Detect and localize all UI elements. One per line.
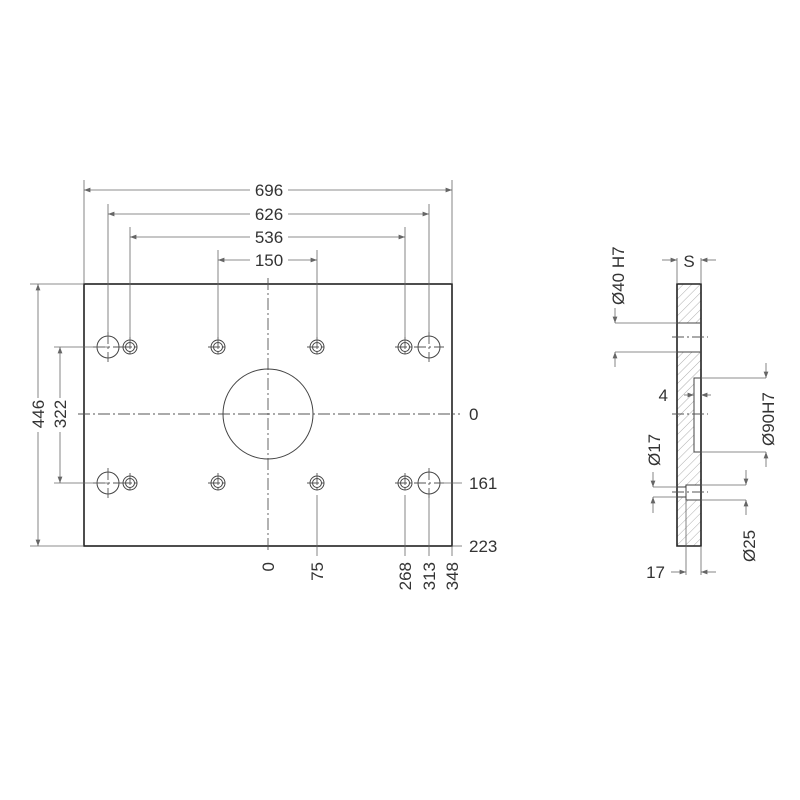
dim-150: 150 xyxy=(255,251,283,270)
hole-centerline xyxy=(120,337,140,357)
height-dimensions: 446 322 xyxy=(29,283,108,547)
coord-x-75: 75 xyxy=(308,562,327,581)
dim-bore-40h7: Ø40 H7 xyxy=(609,246,628,305)
width-dimensions: 696 626 536 150 xyxy=(83,180,453,340)
coord-x-313: 313 xyxy=(420,562,439,590)
dim-thickness-s: S xyxy=(683,252,694,271)
coord-x-0: 0 xyxy=(259,562,278,571)
coord-x-268: 268 xyxy=(396,562,415,590)
dim-counterbore-25: Ø25 xyxy=(740,530,759,562)
dim-536: 536 xyxy=(255,228,283,247)
hole-centerline xyxy=(307,337,327,357)
recess-90 xyxy=(693,377,701,453)
center-bore xyxy=(222,368,314,460)
coord-y-0: 0 xyxy=(469,405,478,424)
hole-centerline xyxy=(395,337,415,357)
side-view: S Ø40 H7 Ø90H7 4 Ø17 Ø25 17 xyxy=(609,246,778,582)
coord-x-348: 348 xyxy=(443,562,462,590)
dim-446: 446 xyxy=(29,400,48,428)
hole-centerline xyxy=(208,337,228,357)
hole-centerline xyxy=(307,473,327,493)
dim-322: 322 xyxy=(51,400,70,428)
dim-hole-17: Ø17 xyxy=(645,434,664,466)
coord-y-223: 223 xyxy=(469,537,497,556)
bore-40 xyxy=(677,322,701,353)
counterbore xyxy=(677,484,701,501)
coordinate-labels: 0 161 223 0 75 268 313 348 xyxy=(259,405,497,590)
dim-696: 696 xyxy=(255,181,283,200)
dim-counterbore-depth-17: 17 xyxy=(646,563,665,582)
coord-y-161: 161 xyxy=(469,474,497,493)
hole-centerline xyxy=(414,468,444,498)
hole-centerline xyxy=(120,473,140,493)
dim-recess-90h7: Ø90H7 xyxy=(759,392,778,446)
hole-pattern xyxy=(93,332,444,498)
front-view: 696 626 536 150 446 322 0 161 223 xyxy=(29,180,497,590)
hole-centerline xyxy=(395,473,415,493)
dim-recess-depth-4: 4 xyxy=(659,386,668,405)
dim-626: 626 xyxy=(255,205,283,224)
hole-centerline xyxy=(208,473,228,493)
